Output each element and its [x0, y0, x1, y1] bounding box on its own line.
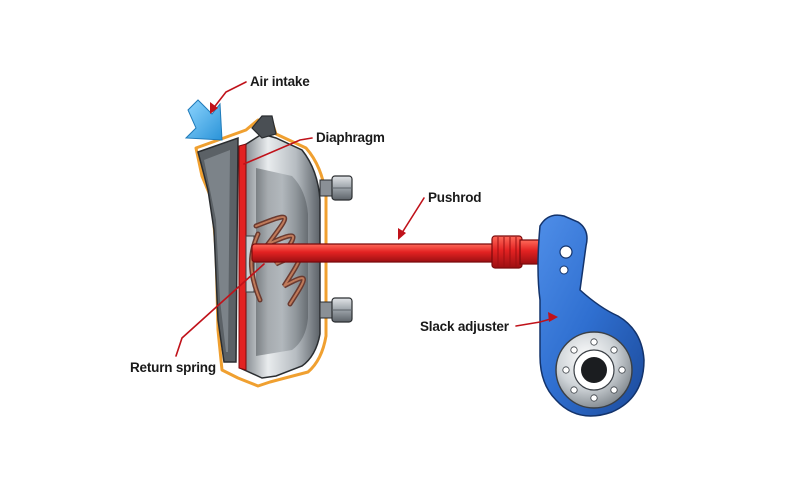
air-intake-arrow-icon	[184, 99, 223, 141]
leader-pushrod-arrowhead	[398, 228, 406, 240]
leader-return-spring	[175, 263, 265, 357]
label-air-intake: Air intake	[250, 74, 310, 89]
label-diaphragm: Diaphragm	[316, 130, 385, 145]
leader-pushrod	[399, 197, 425, 237]
leader-diaphragm	[243, 137, 313, 165]
leader-air-intake	[211, 81, 247, 111]
bolt-lower	[319, 297, 353, 323]
label-pushrod: Pushrod	[428, 190, 481, 205]
label-return-spring: Return spring	[130, 360, 216, 375]
label-slack-adjuster: Slack adjuster	[420, 319, 510, 334]
slack-adjuster	[537, 214, 645, 417]
leader-slack-adjuster-arrowhead	[548, 312, 558, 322]
leader-air-intake-arrowhead	[210, 102, 218, 114]
diaphragm-element	[238, 143, 247, 371]
leader-lines	[175, 81, 558, 357]
return-spring-coils	[248, 214, 306, 307]
bolt-upper	[319, 175, 353, 201]
slack-adjuster-hub	[555, 331, 633, 409]
